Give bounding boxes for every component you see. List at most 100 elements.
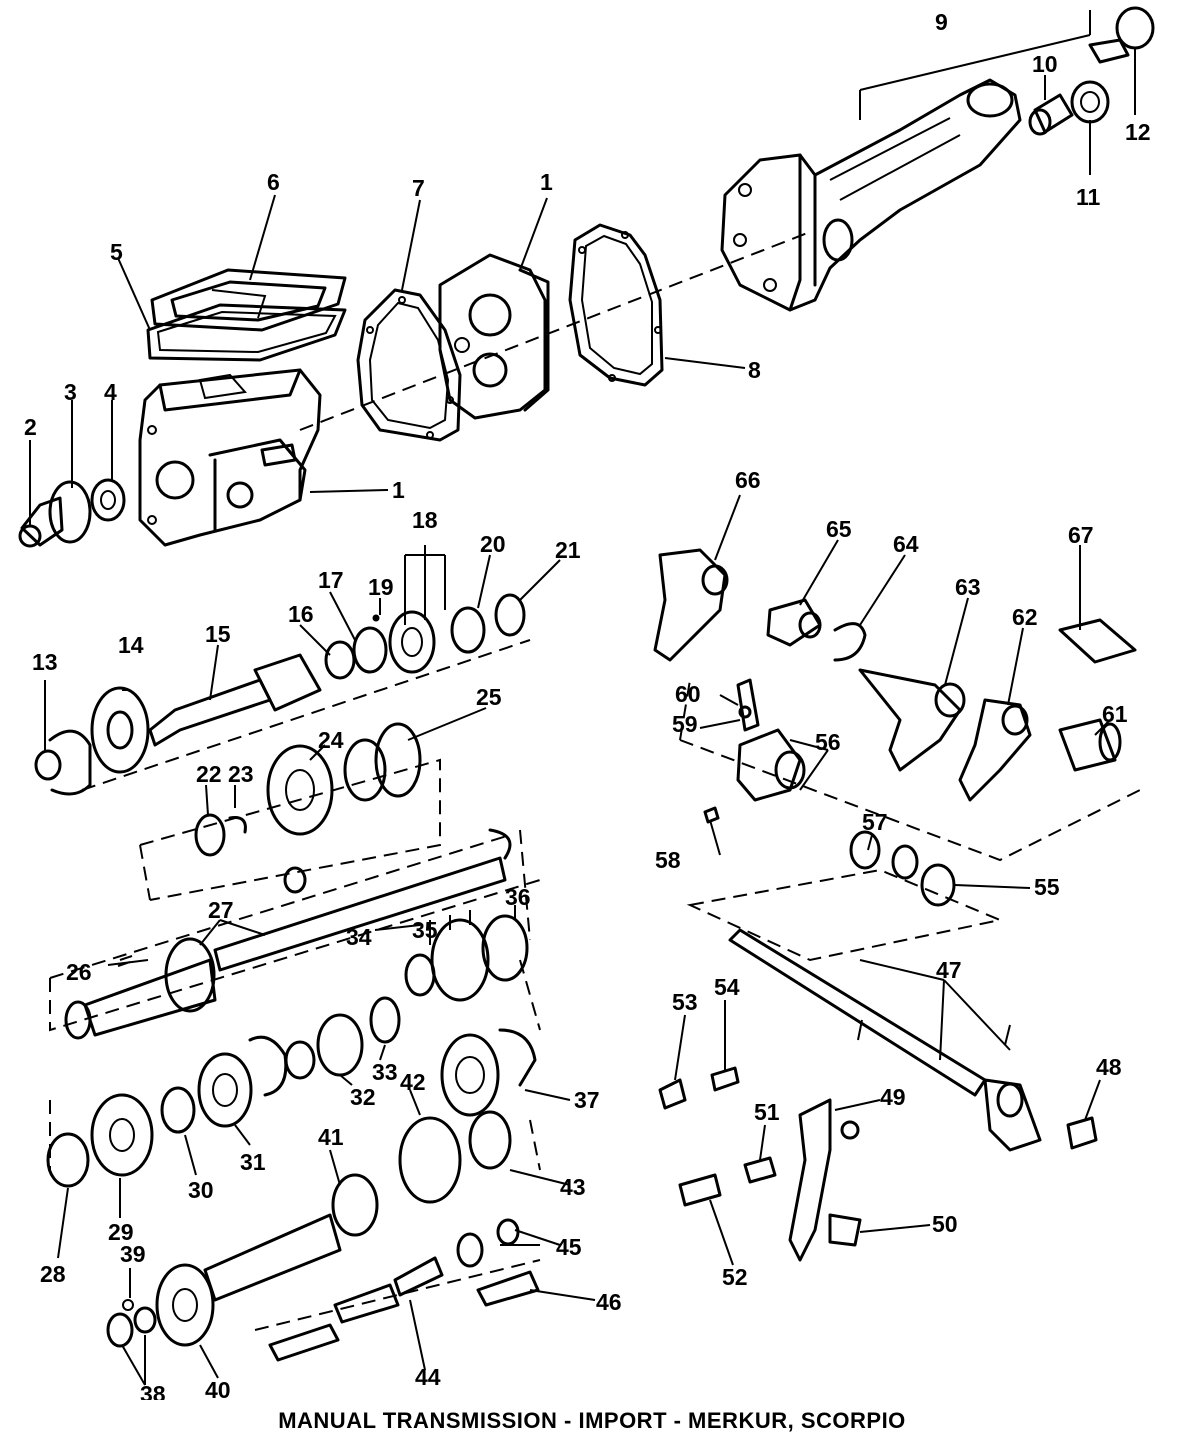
callout-46: 46 — [596, 1289, 622, 1315]
callout-3: 3 — [64, 379, 77, 405]
callout-1b: 1 — [392, 477, 405, 503]
callout-44: 44 — [415, 1364, 441, 1390]
reverse-idler-group — [106, 1110, 540, 1362]
callout-6: 6 — [267, 169, 280, 195]
callout-33: 33 — [372, 1059, 398, 1085]
callout-21: 21 — [555, 537, 581, 563]
shift-fork-63-62 — [858, 668, 1032, 802]
input-shaft-assembly — [34, 593, 526, 796]
callout-49: 49 — [880, 1084, 906, 1110]
callout-65: 65 — [826, 516, 852, 542]
callout-7: 7 — [412, 175, 425, 201]
callout-20: 20 — [480, 531, 506, 557]
callout-67: 67 — [1068, 522, 1094, 548]
callout-61: 61 — [1102, 701, 1128, 727]
countershaft-group — [46, 996, 537, 1188]
callout-1: 1 — [540, 169, 553, 195]
callout-14: 14 — [118, 632, 144, 658]
callout-5: 5 — [110, 239, 123, 265]
callout-64: 64 — [893, 531, 919, 557]
callout-28: 28 — [40, 1261, 66, 1287]
callout-22: 22 — [196, 761, 222, 787]
dash-box-47 — [686, 868, 1004, 962]
callout-16: 16 — [288, 601, 314, 627]
callout-38: 38 — [140, 1381, 166, 1400]
gear-synchro-22-25 — [194, 722, 422, 857]
callout-25: 25 — [476, 684, 502, 710]
input-retainer-2-3-4 — [18, 478, 126, 548]
callout-18: 18 — [412, 507, 438, 533]
dash-box-25 — [81, 639, 531, 901]
callout-53: 53 — [672, 989, 698, 1015]
callout-55: 55 — [1034, 874, 1060, 900]
callout-36: 36 — [505, 884, 531, 910]
callout-42: 42 — [400, 1069, 426, 1095]
callout-57: 57 — [862, 809, 888, 835]
callout-32: 32 — [350, 1084, 376, 1110]
callout-23: 23 — [228, 761, 254, 787]
callout-10: 10 — [1032, 51, 1058, 77]
callout-15: 15 — [205, 621, 231, 647]
callout-4: 4 — [104, 379, 117, 405]
bushing-10 — [1028, 93, 1074, 136]
callout-66: 66 — [735, 467, 761, 493]
dash-box-mainshaft — [49, 829, 541, 1032]
callout-58: 58 — [655, 847, 681, 873]
callout-12: 12 — [1125, 119, 1151, 145]
detent-group-56-60 — [703, 678, 956, 907]
intermediate-plate — [438, 253, 550, 420]
callout-17: 17 — [318, 567, 344, 593]
callout-45: 45 — [556, 1234, 582, 1260]
lock-plate-67 — [1058, 618, 1137, 664]
shift-block-65 — [766, 598, 822, 647]
front-housing-gasket — [356, 288, 462, 442]
callout-37: 37 — [574, 1087, 600, 1113]
diagram-caption: MANUAL TRANSMISSION - IMPORT - MERKUR, S… — [278, 1408, 906, 1433]
callout-39: 39 — [120, 1241, 146, 1267]
exploded-transmission-diagram: 1 1 2 3 4 5 6 7 8 9 10 11 12 13 14 15 16… — [18, 6, 1155, 1400]
callout-52: 52 — [722, 1264, 748, 1290]
clip-64 — [833, 622, 867, 662]
callout-56: 56 — [815, 729, 841, 755]
callout-30: 30 — [188, 1177, 214, 1203]
callout-13: 13 — [32, 649, 58, 675]
shift-lever-49-52 — [678, 1098, 862, 1262]
callout-labels: 1 1 2 3 4 5 6 7 8 9 10 11 12 13 14 15 16… — [24, 9, 1151, 1400]
callout-29: 29 — [108, 1219, 134, 1245]
callout-41: 41 — [318, 1124, 344, 1150]
callout-54: 54 — [714, 974, 740, 1000]
dash-box-counter — [49, 959, 541, 1170]
transmission-case — [138, 368, 322, 547]
mainshaft — [64, 828, 529, 1040]
dash-box-forks — [679, 679, 1141, 862]
callout-63: 63 — [955, 574, 981, 600]
callout-11: 11 — [1076, 184, 1101, 210]
callout-8: 8 — [748, 357, 761, 383]
cover-gasket — [146, 303, 347, 362]
callout-34: 34 — [346, 924, 372, 950]
rear-housing-gasket — [568, 223, 664, 387]
callout-31: 31 — [240, 1149, 266, 1175]
callout-47: 47 — [936, 957, 962, 983]
retainer-10 — [1088, 38, 1130, 64]
dash-box-25b — [139, 844, 151, 901]
callout-19: 19 — [368, 574, 394, 600]
callout-59: 59 — [672, 711, 698, 737]
callout-26: 26 — [66, 959, 92, 985]
callout-43: 43 — [560, 1174, 586, 1200]
assembly-axis-line — [299, 231, 811, 431]
callout-27: 27 — [208, 897, 234, 923]
oil-seal-11 — [1070, 80, 1110, 124]
leader-lines — [29, 10, 1136, 1386]
callout-2: 2 — [24, 414, 37, 440]
callout-51: 51 — [754, 1099, 780, 1125]
callout-40: 40 — [205, 1377, 231, 1400]
callout-48: 48 — [1096, 1054, 1122, 1080]
dash-box-reverse — [254, 1119, 541, 1331]
callout-60: 60 — [675, 681, 701, 707]
callout-24: 24 — [318, 727, 344, 753]
top-cover — [150, 268, 347, 332]
extension-housing — [720, 78, 1022, 312]
selector-shaft — [658, 928, 1098, 1152]
callout-9: 9 — [935, 9, 948, 35]
